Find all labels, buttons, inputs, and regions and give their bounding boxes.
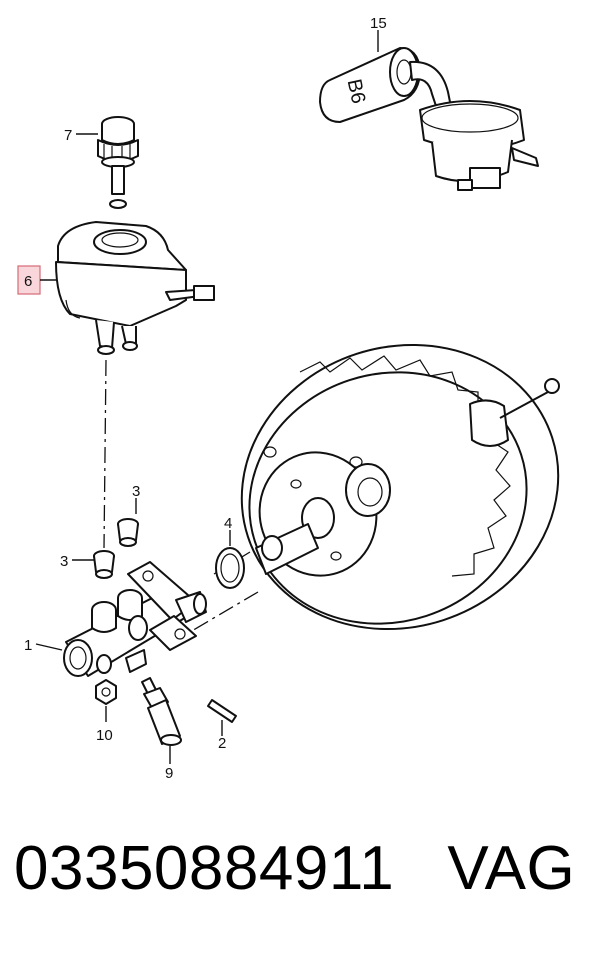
part-10-nut: [95, 679, 117, 722]
alignment-line-pin-axis: [189, 591, 259, 633]
callout-labels: 15 7 6 3 3 4 1 10 2 9: [24, 15, 387, 782]
part-code-caption: 03350884911 VAG: [14, 838, 575, 900]
cap-label-b6: B6: [343, 77, 370, 106]
callout-15: 15: [370, 15, 387, 32]
alignment-line-vertical: [103, 359, 107, 549]
brake-servo: [240, 343, 560, 631]
callout-10: 10: [96, 727, 113, 744]
callout-6: 6: [24, 273, 32, 290]
part-3-seal-upper: [117, 498, 139, 547]
part-2-pin: [207, 699, 237, 736]
callout-3-upper: 3: [132, 483, 140, 500]
callout-2: 2: [218, 735, 226, 752]
callout-3-lower: 3: [60, 553, 68, 570]
callout-4: 4: [224, 515, 232, 532]
callout-9: 9: [165, 765, 173, 782]
part-7-reservoir-cap: [76, 116, 139, 209]
part-15-sensor-plug: B6: [319, 30, 539, 191]
brand-name: VAG: [447, 834, 576, 903]
part-number: 03350884911: [14, 834, 395, 903]
callout-7: 7: [64, 127, 72, 144]
parts-diagram: B6: [17, 15, 560, 782]
part-1-master-cylinder: [35, 561, 207, 677]
part-4-o-ring: [215, 530, 245, 589]
part-3-seal-lower: [72, 550, 115, 579]
part-6-brake-fluid-reservoir: [17, 221, 215, 355]
part-9-pressure-sensor: [141, 677, 182, 764]
callout-1: 1: [24, 637, 32, 654]
